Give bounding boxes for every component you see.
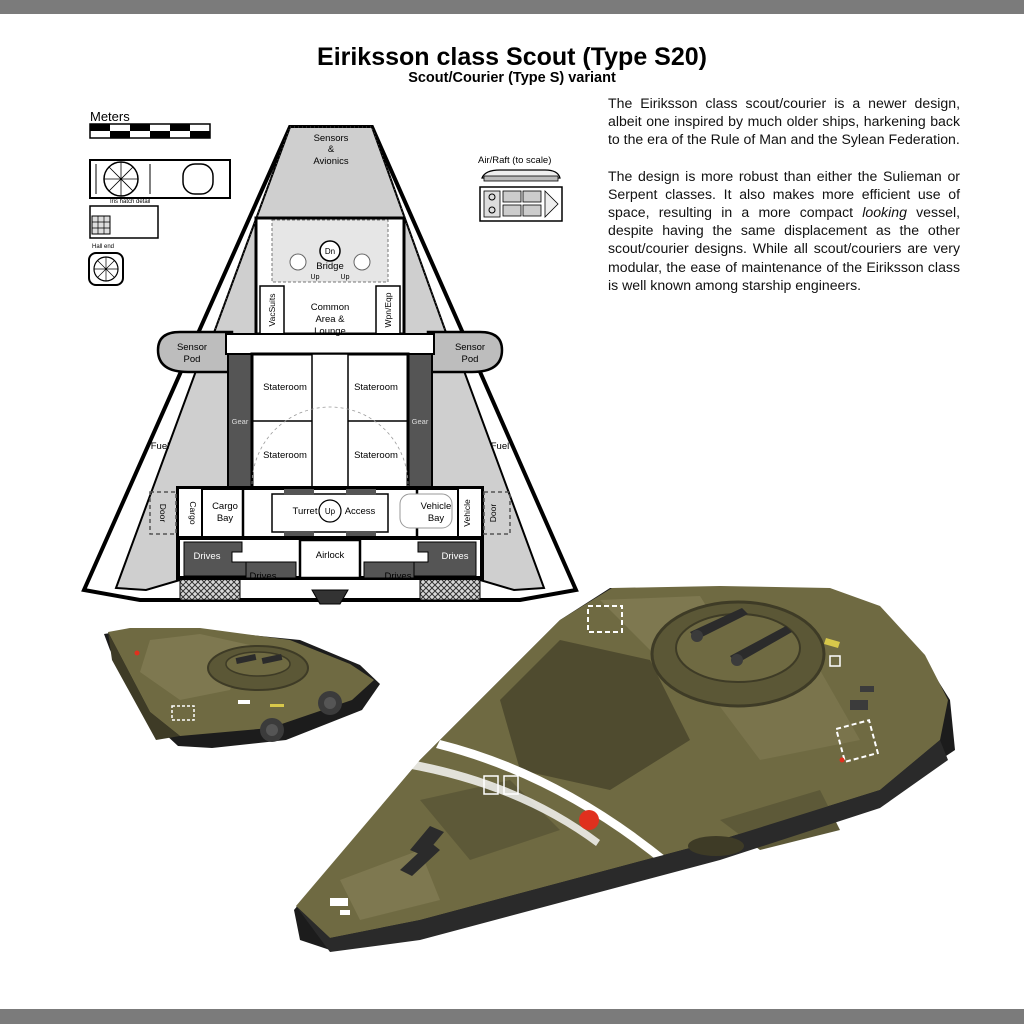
page-subtitle: Scout/Courier (Type S) variant: [408, 70, 616, 86]
page-title: Eiriksson class Scout (Type S20): [317, 43, 707, 71]
paragraph-1: The Eiriksson class scout/courier is a n…: [608, 95, 960, 148]
paragraph-2: The design is more robust than either th…: [608, 167, 960, 293]
description-text: The Eiriksson class scout/courier is a n…: [608, 94, 960, 312]
